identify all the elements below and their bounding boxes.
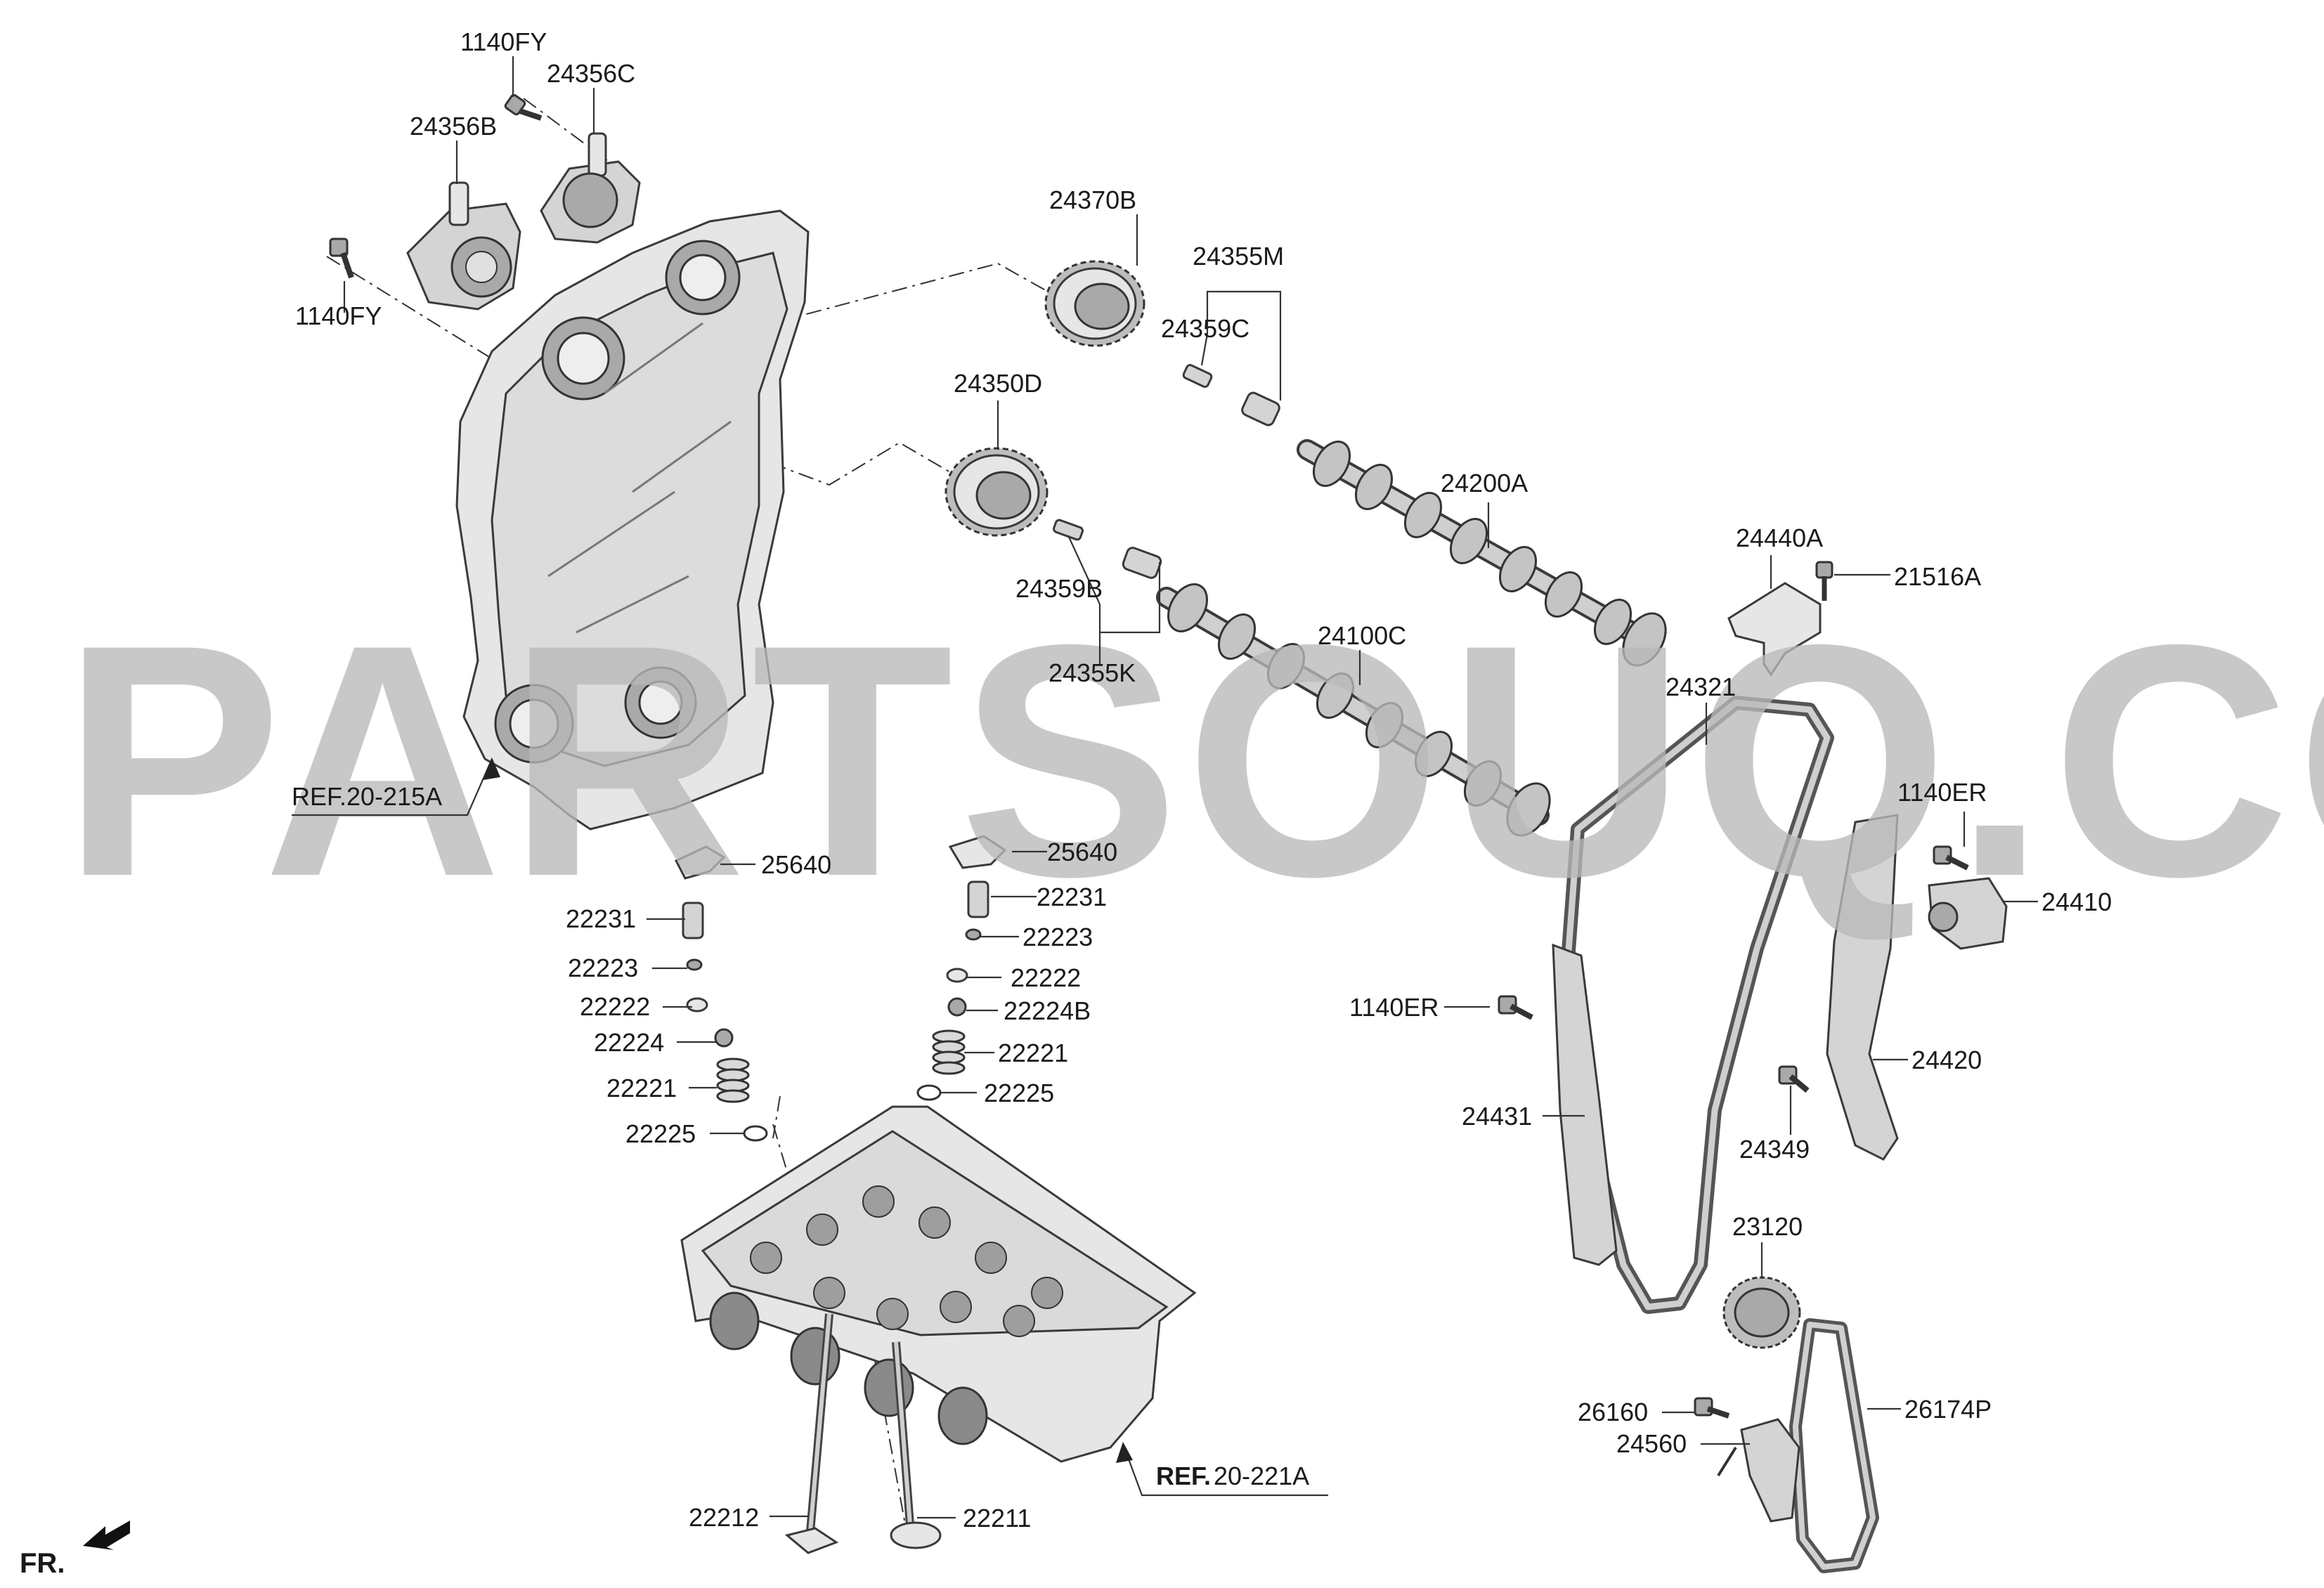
label-24560: 24560 [1616, 1429, 1687, 1458]
label-23120: 23120 [1732, 1212, 1803, 1241]
label-22223-right: 22223 [1023, 923, 1093, 951]
label-24420: 24420 [1911, 1046, 1982, 1074]
label-26174p: 26174P [1904, 1395, 1992, 1424]
label-22223-left: 22223 [568, 954, 638, 982]
camshaft-24100c [1156, 583, 1551, 837]
part-24356c [540, 132, 641, 244]
valvetrain-left [674, 845, 768, 1142]
label-22224: 22224 [594, 1028, 664, 1057]
label-22221-right: 22221 [998, 1039, 1068, 1067]
sprocket-24350d [944, 447, 1049, 537]
label-22225-left: 22225 [625, 1119, 696, 1148]
label-22225-right: 22225 [984, 1079, 1054, 1107]
label-ref-20-215a: REF.20-215A [292, 782, 442, 811]
oil-pump-chain-26174p [1789, 1318, 1879, 1573]
label-ref-20-221a: REF.20-221A [1156, 1462, 1309, 1490]
watermark: PARTSOUQ.COM [62, 576, 2324, 945]
bracket-24440a [1727, 582, 1822, 677]
label-24321: 24321 [1666, 672, 1736, 701]
bolt-1140fy-left [329, 237, 354, 279]
bolt-21516a [1815, 561, 1833, 601]
label-24410: 24410 [2041, 887, 2112, 916]
label-24355k: 24355K [1049, 658, 1136, 687]
front-label: FR. [20, 1548, 65, 1579]
label-25640-left: 25640 [761, 850, 831, 879]
valve-24355m [1241, 391, 1280, 427]
timing-cover [455, 209, 810, 831]
part-24356b [406, 181, 521, 311]
tensioner-24410 [1928, 877, 2008, 950]
label-26160: 26160 [1578, 1398, 1648, 1426]
label-22231-right: 22231 [1037, 883, 1107, 911]
part-labels: 1140FY 24356C 24356B 1140FY 24370B 24355… [292, 27, 2112, 1532]
label-24349: 24349 [1739, 1135, 1810, 1164]
valve-24355k [1122, 547, 1162, 579]
label-22231-left: 22231 [566, 904, 636, 933]
label-24356c: 24356C [547, 59, 635, 88]
label-ref-bold: REF. [1156, 1462, 1211, 1490]
label-1140fy-top: 1140FY [460, 27, 547, 56]
label-22211: 22211 [963, 1504, 1031, 1532]
bolt-1140fy-top [504, 93, 543, 121]
front-arrow-icon [83, 1521, 130, 1550]
bolt-1140er-right [1933, 845, 1969, 871]
leader-lines [292, 56, 2038, 1519]
label-25640-right: 25640 [1047, 838, 1117, 866]
sprocket-24370b [1044, 260, 1145, 347]
label-24440a: 24440A [1736, 523, 1823, 552]
label-24200a: 24200A [1441, 469, 1528, 497]
label-24350d: 24350D [954, 369, 1042, 398]
bolt-24349 [1778, 1065, 1810, 1093]
camshaft-24200a [1297, 439, 1667, 667]
label-ref-number: 20-221A [1214, 1462, 1309, 1490]
tensioner-24560 [1717, 1418, 1800, 1523]
label-1140er-left: 1140ER [1349, 993, 1439, 1022]
label-1140fy-left: 1140FY [295, 301, 382, 330]
label-24431: 24431 [1462, 1102, 1532, 1131]
label-24355m: 24355M [1193, 242, 1284, 271]
label-24356b: 24356B [410, 112, 497, 141]
label-22222-left: 22222 [580, 992, 650, 1021]
bolt-24359c [1182, 364, 1213, 388]
chain-guide-24431 [1552, 943, 1618, 1266]
valve-22211 [890, 1341, 942, 1549]
tensioner-arm-24420 [1826, 814, 1899, 1161]
label-22221-left: 22221 [606, 1074, 677, 1102]
bolt-26160 [1694, 1397, 1730, 1419]
label-24370b: 24370B [1049, 186, 1136, 214]
label-1140er-right: 1140ER [1897, 778, 1987, 807]
label-22222-right: 22222 [1011, 963, 1081, 992]
label-24359c: 24359C [1161, 314, 1249, 343]
label-24100c: 24100C [1318, 621, 1406, 650]
cylinder-head [680, 1105, 1197, 1463]
label-21516a: 21516A [1894, 562, 1981, 591]
label-22224b: 22224B [1004, 996, 1091, 1025]
label-24359b: 24359B [1015, 574, 1103, 603]
front-indicator: FR. [20, 1521, 130, 1579]
valve-22212 [784, 1313, 839, 1554]
valvetrain-right [916, 835, 1007, 1101]
bolt-1140er-left [1498, 995, 1533, 1020]
ref-arrowheads [483, 757, 1133, 1463]
label-22212: 22212 [689, 1503, 759, 1532]
bolt-24359b [1053, 519, 1084, 541]
crank-sprocket-23120 [1722, 1276, 1801, 1349]
